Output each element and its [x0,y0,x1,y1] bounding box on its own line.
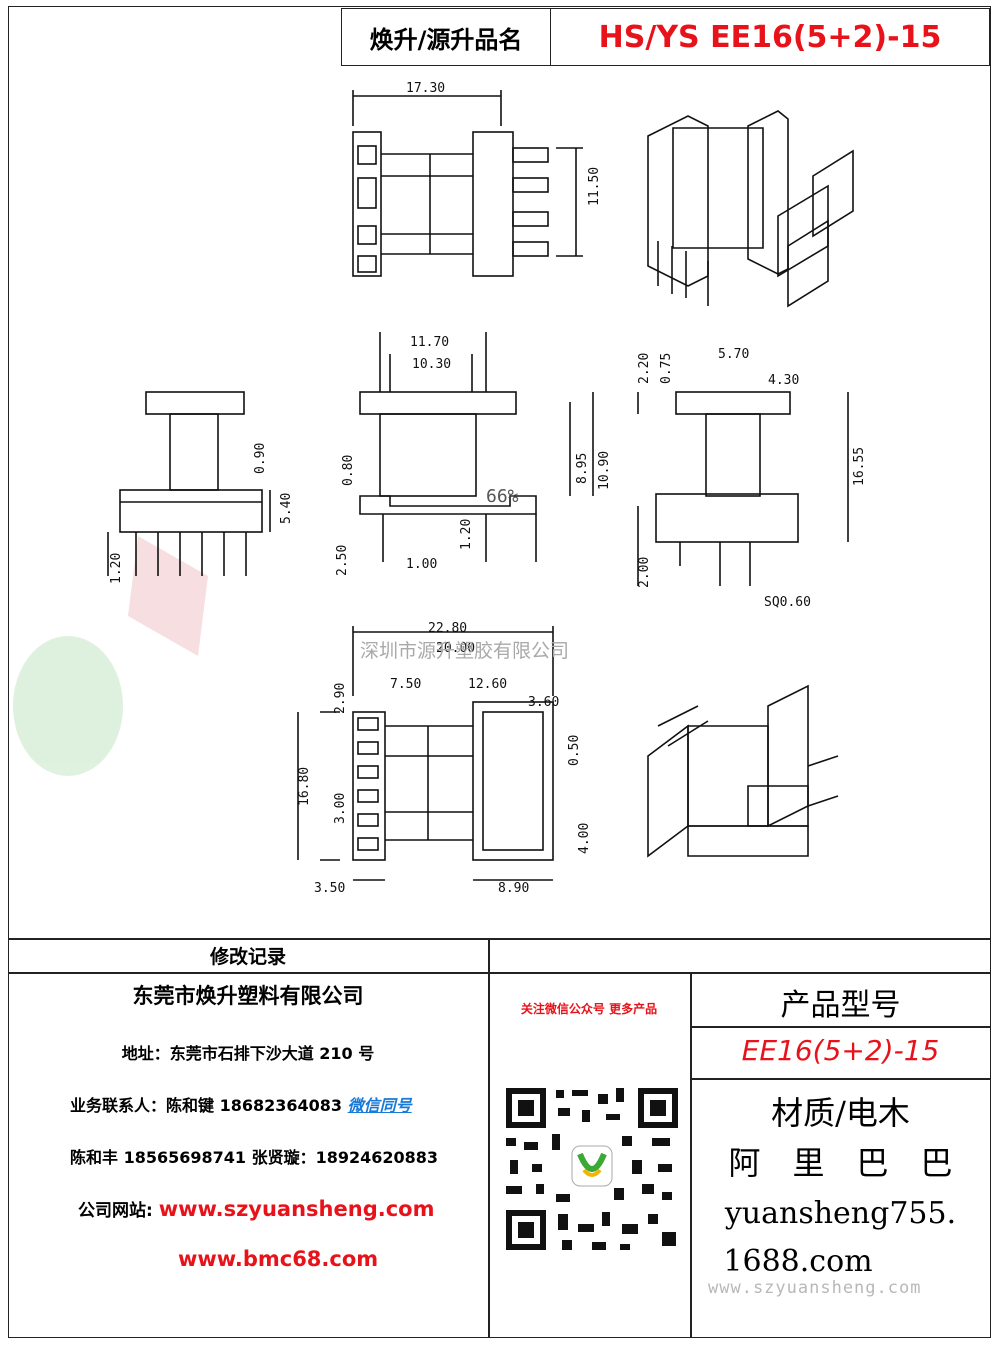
technical-drawing: 17.30 11.50 11.70 10.30 5.70 4.30 16.55 … [8,66,991,938]
website-link-1[interactable]: www.szyuansheng.com [158,1197,435,1221]
svg-text:2.90: 2.90 [333,683,348,714]
svg-text:11.70: 11.70 [410,335,449,350]
bottom-view [297,626,554,881]
contact-line-2: 陈和丰 18565698741 张贤璇：18924620883 [70,1148,439,1167]
watermark-text: 深圳市源升塑胶有限公司 [360,640,570,662]
front-view-left [107,391,271,576]
svg-text:20.00: 20.00 [436,641,475,656]
iso-view-bottom [647,684,839,858]
svg-text:4.00: 4.00 [577,823,592,854]
page-frame [8,6,991,1338]
svg-text:5.40: 5.40 [279,493,294,524]
product-model-header: HS/YS EE16(5+2)-15 [550,8,990,66]
svg-text:22.80: 22.80 [428,621,467,636]
shop-url-line-2[interactable]: 1688.com [723,1244,873,1279]
svg-text:SQ0.60: SQ0.60 [764,595,811,610]
svg-text:1.20: 1.20 [459,519,474,550]
svg-text:7.50: 7.50 [390,677,421,692]
material: 材质/电木 [771,1094,910,1132]
side-view-right [637,391,849,586]
svg-text:16.55: 16.55 [852,447,867,486]
svg-text:17.30: 17.30 [406,81,445,96]
footer-url-watermark: www.szyuansheng.com [708,1278,922,1298]
svg-text:8.95: 8.95 [575,453,590,484]
product-model: EE16(5+2)-15 [741,1034,940,1067]
watermark-logo [13,536,208,776]
svg-text:0.75: 0.75 [659,353,674,384]
svg-text:16.80: 16.80 [297,767,312,806]
iso-view-top [647,110,854,308]
svg-text:1.00: 1.00 [406,557,437,572]
dimension-labels: 17.30 11.50 11.70 10.30 5.70 4.30 16.55 … [109,81,867,896]
website-link-2[interactable]: www.bmc68.com [178,1247,379,1271]
website-label: 公司网站: [78,1201,153,1221]
svg-text:1.20: 1.20 [109,553,124,584]
svg-text:12.60: 12.60 [468,677,507,692]
svg-text:2.20: 2.20 [637,353,652,384]
svg-text:4.30: 4.30 [768,373,799,388]
svg-text:3.50: 3.50 [314,881,345,896]
product-type-label: 产品型号 [780,988,901,1023]
svg-text:11.50: 11.50 [587,167,602,206]
svg-text:66%: 66% [486,486,519,507]
svg-text:3.60: 3.60 [528,695,559,710]
wechat-note: 微信同号 [347,1096,412,1115]
follow-wechat-text: 关注微信公众号 更多产品 [520,1002,658,1016]
svg-text:0.50: 0.50 [567,735,582,766]
contact-1-text: 业务联系人：陈和键 18682364083 [70,1096,348,1115]
svg-text:0.80: 0.80 [341,455,356,486]
info-table: 修改记录 东莞市焕升塑料有限公司 地址：东莞市石排下沙大道 210 号 业务联系… [8,938,991,1338]
contact-line-1: 业务联系人：陈和键 18682364083 微信同号 [70,1092,412,1116]
svg-text:5.70: 5.70 [718,347,749,362]
qr-code[interactable] [502,1084,682,1254]
svg-text:10.30: 10.30 [412,357,451,372]
front-view-center [359,332,594,562]
svg-text:3.00: 3.00 [333,793,348,824]
revision-title: 修改记录 [209,945,286,968]
top-view-a [352,90,583,277]
svg-text:2.50: 2.50 [335,545,350,576]
svg-text:0.90: 0.90 [253,443,268,474]
svg-text:8.90: 8.90 [498,881,529,896]
company-name: 东莞市焕升塑料有限公司 [132,984,364,1008]
company-address: 地址：东莞市石排下沙大道 210 号 [121,1044,375,1063]
svg-text:10.90: 10.90 [597,451,612,490]
website-line: 公司网站: www.szyuansheng.com [78,1196,434,1221]
product-name-label: 焕升/源升品名 [341,8,551,66]
alibaba-label: 阿 里 巴 巴 [728,1144,953,1182]
shop-url-line-1[interactable]: yuansheng755. [724,1196,957,1231]
svg-text:2.00: 2.00 [637,557,652,588]
